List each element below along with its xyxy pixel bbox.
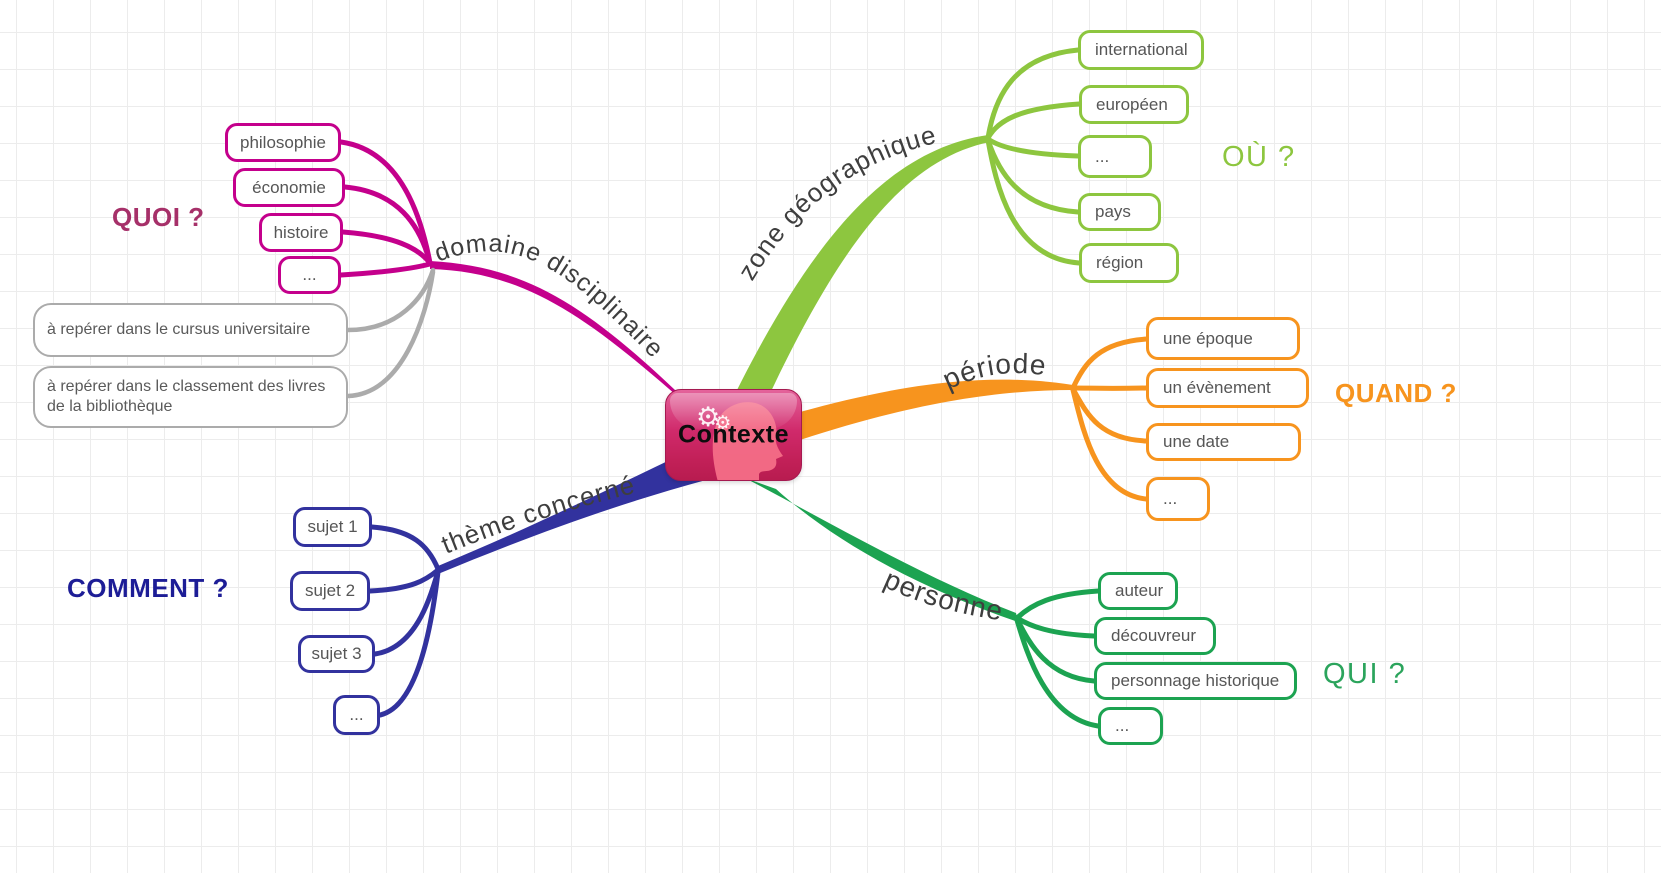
node-decouvreur[interactable]: découvreur	[1094, 617, 1216, 655]
branch-periode-trunk	[800, 379, 1073, 440]
question-comment[interactable]: COMMENT ?	[67, 573, 229, 603]
node-personnage-historique[interactable]: personnage historique	[1094, 662, 1297, 700]
central-topic-label: Contexte	[678, 420, 789, 449]
node-domaine-more[interactable]: ...	[278, 256, 341, 294]
note-classement-bibliotheque[interactable]: à repérer dans le classement des livres …	[33, 366, 348, 428]
gloss-highlight	[670, 393, 797, 429]
child-connectors	[338, 47, 1150, 729]
note-cursus-universitaire[interactable]: à repérer dans le cursus universitaire	[33, 303, 348, 357]
connectors-personne	[1014, 588, 1101, 729]
connectors-notes	[345, 267, 436, 399]
node-une-date[interactable]: une date	[1146, 423, 1301, 461]
node-une-epoque[interactable]: une époque	[1146, 317, 1300, 360]
node-international[interactable]: international	[1078, 30, 1204, 70]
node-un-evenement[interactable]: un évènement	[1146, 368, 1309, 408]
branch-label-personne-text[interactable]: personne	[880, 563, 1006, 626]
connectors-domaine	[338, 139, 433, 278]
node-philosophie[interactable]: philosophie	[225, 123, 341, 162]
node-sujet-3[interactable]: sujet 3	[298, 635, 375, 673]
branch-label-theme-text[interactable]: thème concerné	[437, 469, 638, 559]
node-histoire[interactable]: histoire	[259, 213, 343, 252]
question-quand[interactable]: QUAND ?	[1335, 378, 1457, 408]
node-zone-more[interactable]: ...	[1078, 135, 1152, 178]
branch-theme-trunk	[438, 458, 706, 574]
branch-personne-trunk	[745, 478, 1018, 622]
node-region[interactable]: région	[1079, 243, 1179, 283]
node-sujet-2[interactable]: sujet 2	[290, 571, 370, 611]
connectors-periode	[1070, 336, 1150, 502]
central-topic[interactable]: ⚙⚙ Contexte	[665, 389, 802, 481]
node-theme-more[interactable]: ...	[333, 695, 380, 735]
gears-icon: ⚙⚙	[696, 402, 732, 434]
question-quoi[interactable]: QUOI ?	[112, 202, 205, 232]
node-economie[interactable]: économie	[233, 168, 345, 207]
node-pays[interactable]: pays	[1078, 193, 1161, 231]
branch-zone-trunk	[737, 135, 990, 402]
question-ou[interactable]: OÙ ?	[1222, 141, 1296, 173]
node-sujet-1[interactable]: sujet 1	[293, 507, 372, 547]
head-silhouette-icon	[712, 402, 783, 480]
node-europeen[interactable]: européen	[1079, 85, 1189, 124]
node-personne-more[interactable]: ...	[1098, 707, 1163, 745]
question-qui[interactable]: QUI ?	[1323, 658, 1407, 690]
node-periode-more[interactable]: ...	[1146, 477, 1210, 521]
node-auteur[interactable]: auteur	[1098, 572, 1178, 610]
branch-trunks	[430, 135, 1073, 622]
branch-label-personne[interactable]: personne	[880, 563, 1006, 626]
branch-label-theme[interactable]: thème concerné	[437, 469, 638, 559]
connectors-zone	[985, 47, 1082, 266]
connectors-theme	[367, 524, 441, 718]
